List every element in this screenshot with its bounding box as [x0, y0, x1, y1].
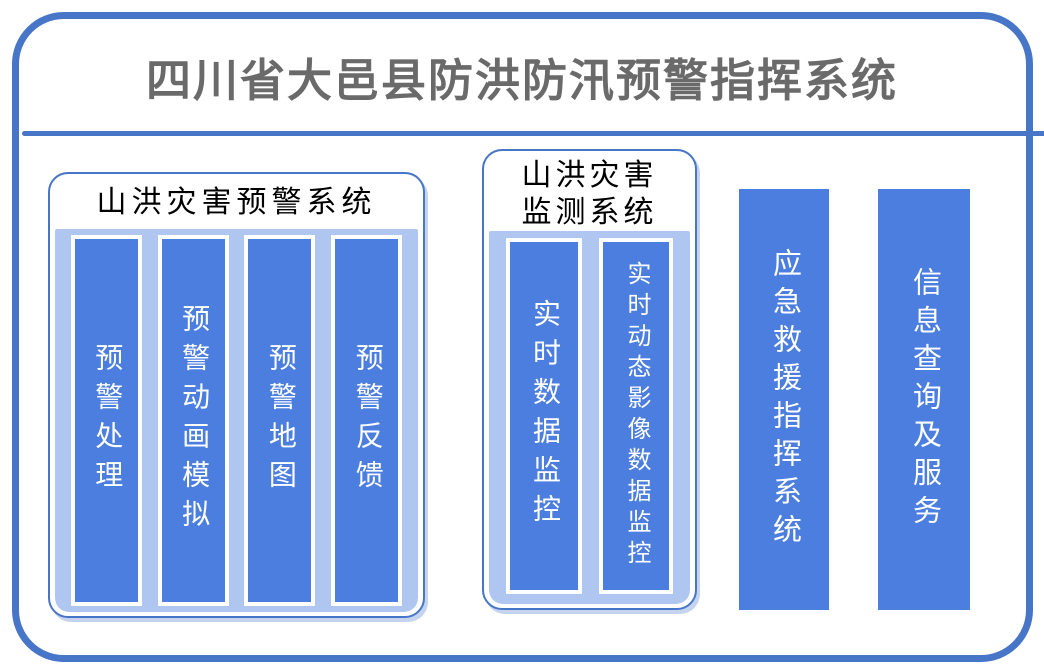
group-title-line: 监测系统 — [521, 196, 658, 229]
group-flood-warning-title: 山洪灾害预警系统 — [50, 174, 423, 221]
bar-emergency-rescue-command-system: 应急救援指挥系统 — [739, 189, 829, 610]
bar-warning-feedback: 预警反馈 — [331, 235, 403, 606]
group-flood-monitoring-body: 实时数据监控 实时动态影像数据监控 — [489, 231, 690, 604]
bar-warning-processing: 预警处理 — [70, 235, 142, 606]
group-flood-warning-body: 预警处理 预警动画模拟 预警地图 预警反馈 — [55, 229, 418, 612]
group-flood-monitoring-title: 山洪灾害 监测系统 — [484, 151, 695, 231]
group-flood-monitoring-system: 山洪灾害 监测系统 实时数据监控 实时动态影像数据监控 — [482, 149, 697, 610]
bar-label: 预警动画模拟 — [178, 303, 210, 538]
bar-label: 实时动态影像数据监控 — [623, 261, 649, 571]
bar-label: 预警地图 — [264, 342, 296, 499]
bar-realtime-video-data-monitoring: 实时动态影像数据监控 — [599, 238, 673, 594]
bar-label: 应急救援指挥系统 — [768, 247, 801, 552]
bar-label: 实时数据监控 — [529, 299, 560, 533]
bar-warning-map: 预警地图 — [244, 235, 316, 606]
title-divider-line — [22, 131, 1044, 136]
bar-label: 预警处理 — [91, 342, 123, 499]
bar-label: 预警反馈 — [351, 342, 383, 499]
bar-warning-animation-simulation: 预警动画模拟 — [157, 235, 229, 606]
group-title-line: 山洪灾害 — [521, 159, 658, 192]
outer-frame — [12, 12, 1033, 662]
page-title: 四川省大邑县防洪防汛预警指挥系统 — [145, 55, 898, 106]
group-flood-warning-system: 山洪灾害预警系统 预警处理 预警动画模拟 预警地图 预警反馈 — [48, 172, 425, 618]
bar-label: 信息查询及服务 — [908, 266, 941, 533]
bar-information-query-service: 信息查询及服务 — [878, 189, 970, 610]
group-title-line: 山洪灾害预警系统 — [96, 186, 377, 219]
bar-realtime-data-monitoring: 实时数据监控 — [506, 238, 582, 594]
